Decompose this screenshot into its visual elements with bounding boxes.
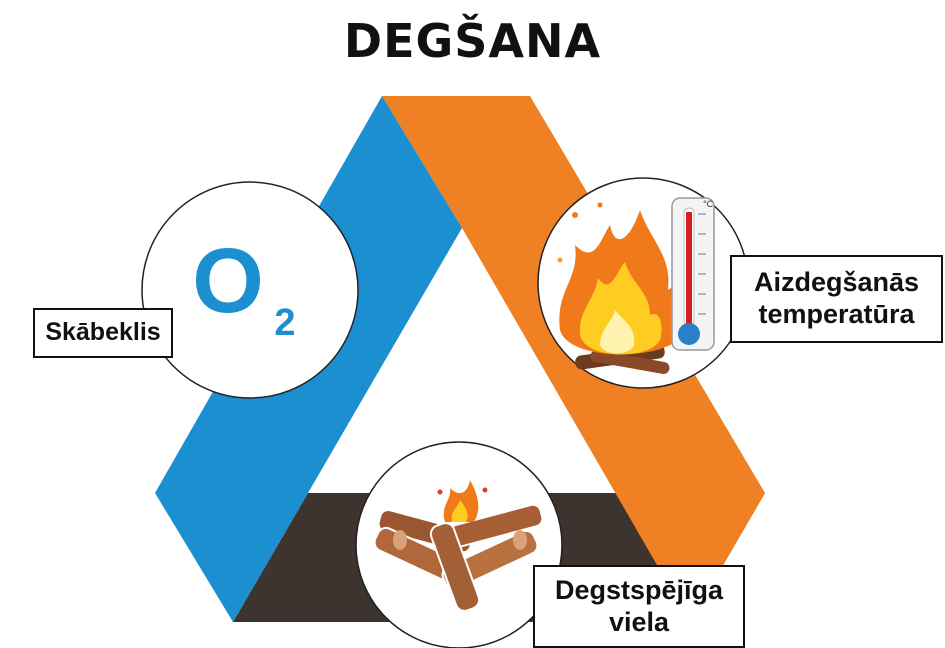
- o2-subscript: 2: [274, 302, 295, 344]
- oxygen-circle: O 2: [141, 181, 359, 399]
- combustible-material-line1: Degstspējīga: [554, 574, 724, 605]
- oxygen-label: Skābeklis: [33, 308, 173, 358]
- page-title: DEGŠANA: [343, 14, 602, 68]
- oxygen-label-text: Skābeklis: [45, 318, 161, 347]
- campfire-wood-icon: [373, 480, 544, 612]
- heat-circle: °C: [537, 177, 749, 389]
- fuel-circle: [355, 441, 563, 648]
- combustible-material-line2: viela: [608, 606, 670, 637]
- o2-symbol: O: [192, 230, 264, 332]
- combustible-material-label: Degstspējīga viela: [533, 565, 745, 648]
- ignition-temperature-label: Aizdegšanās temperatūra: [730, 255, 943, 343]
- fire-thermometer-icon: °C: [557, 197, 715, 374]
- thermometer-unit: °C: [703, 199, 714, 209]
- ignition-temperature-line1: Aizdegšanās: [753, 267, 920, 298]
- ignition-temperature-line2: temperatūra: [758, 299, 915, 329]
